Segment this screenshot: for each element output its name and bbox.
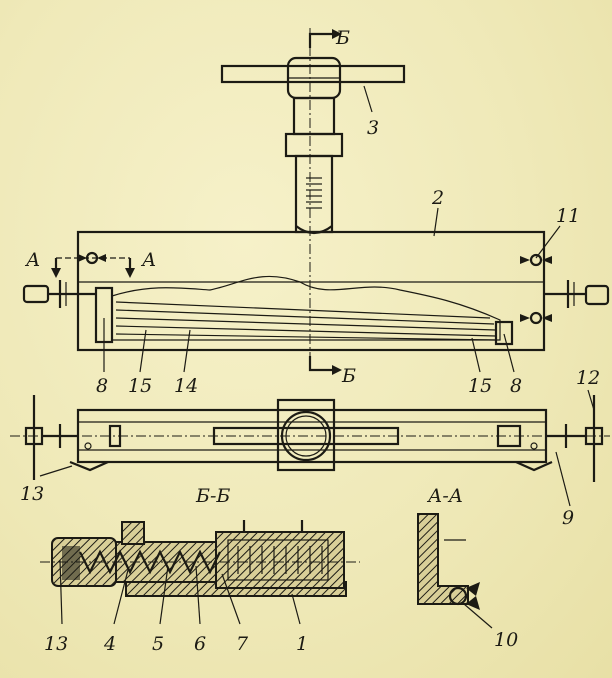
part-label-7: 7 <box>236 633 249 655</box>
section-aa-view <box>417 513 480 610</box>
part-label-15-left: 15 <box>128 375 152 397</box>
part-label-13-bottom: 13 <box>44 633 68 655</box>
part-label-13-top: 13 <box>20 483 44 505</box>
part-label-8-right: 8 <box>510 375 522 397</box>
part-label-3: 3 <box>367 117 379 139</box>
section-b-label-top: Б <box>335 27 350 49</box>
frame-plan-view <box>24 395 604 482</box>
part-label-6: 6 <box>194 633 206 655</box>
part-label-15-right: 15 <box>468 375 492 397</box>
part-label-2: 2 <box>431 187 444 209</box>
section-b-arrow-bottom <box>308 356 342 375</box>
section-a-label-left: А <box>24 249 40 271</box>
main-frame-front <box>22 230 610 352</box>
part-label-12: 12 <box>576 367 600 389</box>
part-label-14: 14 <box>174 375 198 397</box>
section-b-label-bottom: Б <box>341 365 356 387</box>
part-label-10: 10 <box>494 629 518 651</box>
part-label-4: 4 <box>103 633 116 655</box>
part-label-9: 9 <box>562 507 574 529</box>
part-label-8-left: 8 <box>96 375 108 397</box>
wing-nut-11 <box>520 253 552 325</box>
leader-lines <box>39 85 595 629</box>
part-label-5: 5 <box>152 633 164 655</box>
section-bb-view <box>51 520 347 597</box>
section-bb-title: Б-Б <box>195 485 230 507</box>
part-label-11: 11 <box>556 205 580 227</box>
section-b-arrow-top <box>308 29 342 48</box>
section-aa-title: А-А <box>426 485 463 507</box>
section-a-arrows <box>51 257 135 278</box>
section-a-label-right: А <box>140 249 156 271</box>
part-label-1: 1 <box>296 633 308 655</box>
screw-press-handle <box>220 56 406 235</box>
